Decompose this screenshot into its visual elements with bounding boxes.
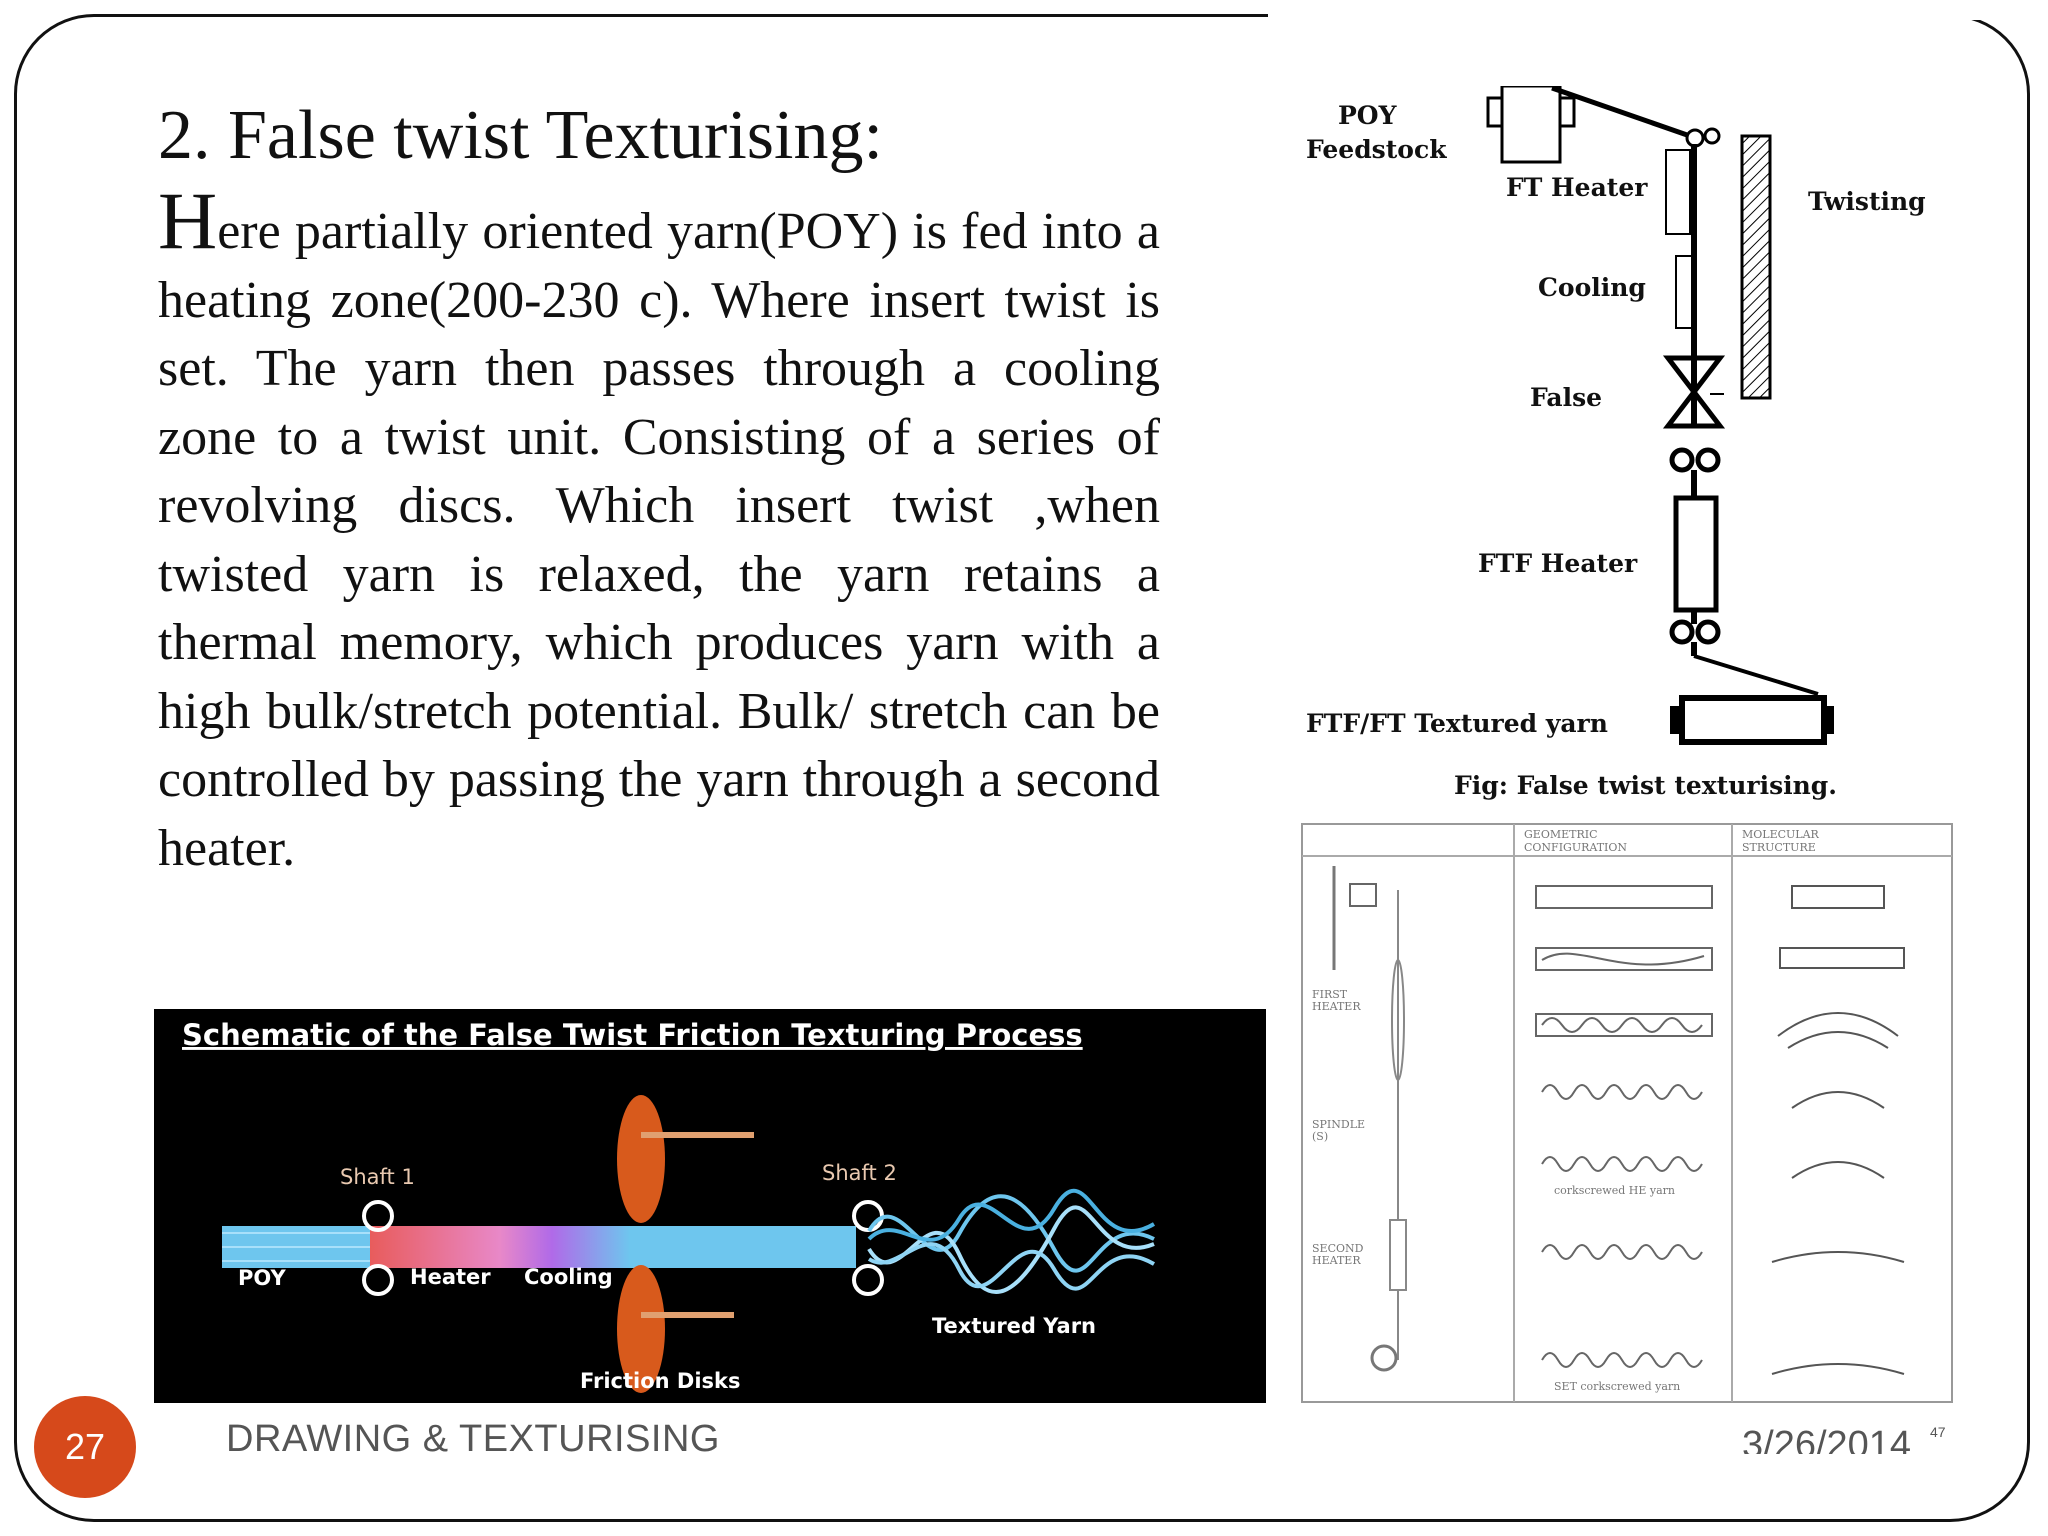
false-label: False [1530, 383, 1602, 412]
page-number-badge: 27 [34, 1396, 136, 1498]
textured-yarn-label: FTF/FT Textured yarn [1306, 709, 1608, 738]
shaft2-roller-top [852, 1200, 884, 1232]
col-structure: STRUCTURE [1742, 841, 1816, 854]
footer-section-title: DRAWING & TEXTURISING [226, 1418, 720, 1460]
poy-package-cap [1486, 96, 1504, 128]
nip-roller [1695, 447, 1721, 473]
shaft2-roller-bottom [852, 1264, 884, 1296]
row-second: SECOND [1312, 1242, 1364, 1255]
feedstock-label: Feedstock [1306, 135, 1447, 164]
row-heater: HEATER [1312, 1000, 1361, 1013]
shaft1-roller-bottom [362, 1264, 394, 1296]
col-configuration: CONFIGURATION [1524, 841, 1627, 854]
twisting-label: Twisting [1808, 187, 1926, 216]
nip-roller [1669, 619, 1695, 645]
cooling-label: Cooling [1538, 273, 1646, 302]
row-spindle-s: (S) [1312, 1130, 1328, 1143]
shaft1-roller-top [362, 1200, 394, 1232]
first-heater-shape [1391, 959, 1405, 1081]
heater-label: Heater [410, 1265, 491, 1289]
set-corkscrewed-caption: SET corkscrewed yarn [1554, 1380, 1680, 1393]
poy-package [1500, 84, 1562, 164]
nip-roller [1695, 619, 1721, 645]
poy-label: POY [238, 1266, 286, 1290]
poy-label: POY [1338, 101, 1398, 130]
yarn-path [1693, 654, 1819, 696]
cooled-yarn-band [630, 1226, 856, 1268]
page-number: 27 [64, 1426, 106, 1467]
yarn-path [1551, 85, 1691, 139]
row-second-heater: HEATER [1312, 1254, 1361, 1267]
geometric-sketches [1535, 885, 1713, 1368]
cooling-label: Cooling [524, 1265, 613, 1289]
friction-disks-label: Friction Disks [580, 1369, 741, 1393]
shaft2-label: Shaft 2 [822, 1161, 897, 1185]
textured-yarn-waves [867, 1188, 1156, 1294]
slide-frame [14, 14, 2030, 1522]
friction-disk-upper [617, 1095, 665, 1223]
friction-texturing-schematic: Schematic of the False Twist Friction Te… [154, 1009, 1266, 1403]
schematic-title: Schematic of the False Twist Friction Te… [182, 1018, 1083, 1052]
false-twist-unit [1662, 355, 1726, 429]
ftf-heater-label: FTF Heater [1478, 549, 1638, 578]
geometric-molecular-table: GEOMETRIC CONFIGURATION MOLECULAR STRUCT… [1298, 820, 1956, 1406]
friction-disk-lower [617, 1265, 665, 1393]
row-first: FIRST [1312, 988, 1348, 1001]
ft-heater-box [1665, 149, 1691, 235]
take-up-cap [1670, 706, 1682, 734]
cooling-box [1675, 255, 1693, 329]
feed-package [1349, 883, 1377, 907]
textured-yarn-label: Textured Yarn [932, 1314, 1096, 1338]
twisting-bar [1740, 134, 1772, 400]
body-paragraph: ere partially oriented yarn(POY) is fed … [158, 203, 1160, 877]
second-heater-shape [1389, 1219, 1407, 1291]
take-up-package [1679, 695, 1827, 745]
drop-cap: H [158, 175, 218, 266]
take-up-cap [1824, 706, 1834, 734]
nip-roller [1669, 447, 1695, 473]
figure-caption: Fig: False twist texturising. [1454, 771, 1837, 800]
corkscrewed-he-caption: corkscrewed HE yarn [1554, 1184, 1675, 1197]
poy-package-cap [1558, 96, 1576, 128]
slide-body-text: Here partially oriented yarn(POY) is fed… [158, 180, 1160, 883]
ftf-heater-box [1673, 495, 1719, 613]
shaft1-label: Shaft 1 [340, 1165, 415, 1189]
frame-top-gap [1268, 0, 2028, 20]
footer-date: 3/26/2014 [1742, 1424, 1912, 1454]
table-border [1301, 823, 1953, 1403]
guide-roller [1703, 127, 1721, 145]
guide-roller [1685, 128, 1705, 148]
molecular-sketches [1771, 885, 1905, 1375]
slide-title: 2. False twist Texturising: [158, 97, 883, 174]
row-spindle: SPINDLE [1312, 1118, 1365, 1131]
heater-zone-band [370, 1226, 630, 1268]
take-up-spool [1370, 1344, 1398, 1372]
col-geometric: GEOMETRIC [1524, 828, 1598, 841]
false-twist-diagram: POY Feedstock FT Heater Twisting Cooling… [1290, 84, 1990, 806]
col-molecular: MOLECULAR [1742, 828, 1820, 841]
ft-heater-label: FT Heater [1506, 173, 1648, 202]
footer-superscript: 47 [1930, 1424, 1946, 1440]
